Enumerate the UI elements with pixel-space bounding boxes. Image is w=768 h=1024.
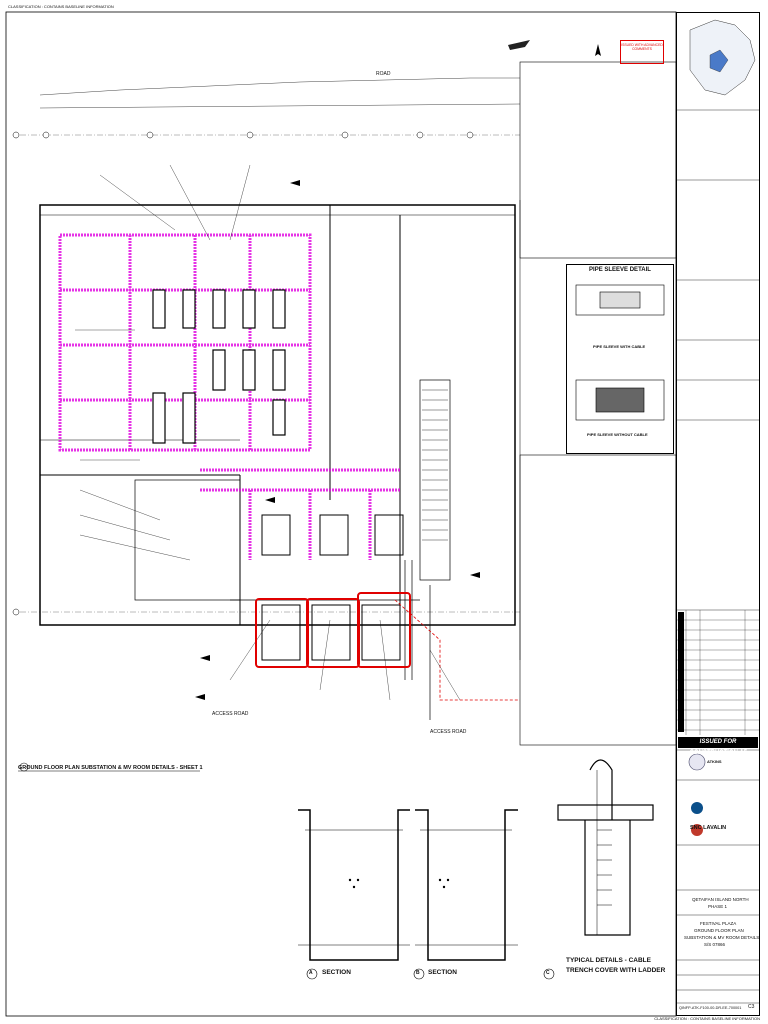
pipe-sleeve-detail: PIPE SLEEVE DETAIL PIPE SLEEVE WITH CABL… [566, 264, 674, 454]
section-a-label: SECTION [322, 969, 351, 976]
drawing-number: QINFP-ATK-F100-00-DR-EE-700001 [679, 1006, 742, 1010]
title-line3: SUBSTATION & MV ROOM DETAILS [684, 935, 760, 940]
comment-stamp: ISSUED WITH ADVANCED COMMENTS [620, 40, 664, 64]
project-line2: PHASE 1 [708, 904, 728, 909]
title-line2: GROUND FLOOR PLAN [694, 928, 744, 933]
pipe-sleeve-title: PIPE SLEEVE DETAIL [589, 267, 651, 273]
company-name: SNC LAVALIN [690, 825, 727, 831]
highlight-transformer-1 [255, 598, 309, 668]
title-line4: S/S 07866 [704, 942, 726, 947]
revision: C3 [748, 1004, 755, 1010]
section-b-label: SECTION [428, 969, 457, 976]
section-c-tag: C [546, 970, 550, 976]
title-block [676, 12, 760, 1016]
access-road-left-label: ACCESS ROAD [212, 711, 249, 717]
issued-for-construction-banner: ISSUED FOR CONSTRUCTION A5 [678, 737, 758, 756]
classification-footer: CLASSIFICATION : CONTAINS BASELINE INFOR… [654, 1016, 760, 1021]
highlight-transformer-3 [357, 592, 411, 668]
typical-details-line1: TYPICAL DETAILS - CABLE [566, 957, 651, 964]
issued-size: A5 [739, 750, 747, 756]
highlight-transformer-2 [306, 598, 360, 668]
road-label: ROAD [376, 71, 391, 77]
typical-details-line2: TRENCH COVER WITH LADDER [566, 967, 666, 974]
issued-text: ISSUED FOR CONSTRUCTION [689, 739, 738, 756]
classification-header: CLASSIFICATION : CONTAINS BASELINE INFOR… [8, 4, 114, 9]
pipe-sleeve-with-cable-label: PIPE SLEEVE WITH CABLE [593, 344, 646, 349]
drawing-title: GROUND FLOOR PLAN SUBSTATION & MV ROOM D… [18, 765, 203, 771]
project-line1: QETAIFAN ISLAND NORTH [692, 897, 749, 902]
pipe-sleeve-without-cable-label: PIPE SLEEVE WITHOUT CABLE [587, 432, 648, 437]
section-b-tag: B [416, 970, 420, 976]
section-a-tag: A [309, 970, 313, 976]
atkins-logo-text: ATKINS [707, 759, 722, 764]
access-road-right-label: ACCESS ROAD [430, 729, 467, 735]
title-line1: FESTIVAL PLAZA [700, 921, 737, 926]
